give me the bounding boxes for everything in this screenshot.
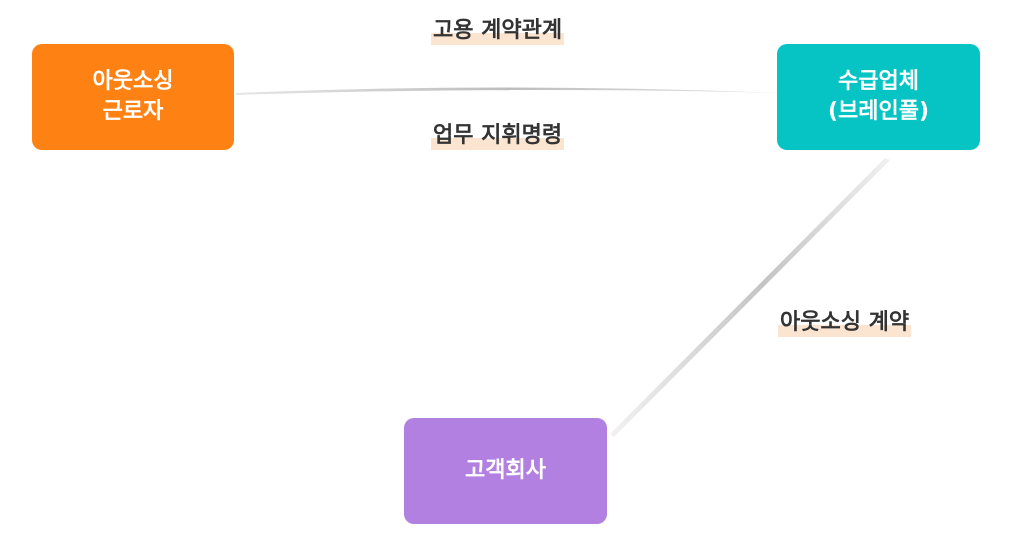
node-outsourcing-worker: 아웃소싱 근로자 [32,44,234,150]
node-outsourcing-worker-line2: 근로자 [102,99,164,124]
label-employment-contract: 고용 계약관계 [431,17,565,45]
connector-worker-contractor [236,87,778,95]
label-outsourcing-contract: 아웃소싱 계약 [778,309,912,337]
node-contractor-line2: (브레인풀) [827,99,930,124]
label-work-direction: 업무 지휘명령 [431,122,565,150]
node-outsourcing-worker-line1: 아웃소싱 [92,69,174,94]
node-contractor-line1: 수급업체 [838,69,919,94]
node-client-company-label: 고객회사 [465,458,546,483]
connector-contractor-client [610,158,890,437]
node-contractor: 수급업체 (브레인풀) [777,44,980,150]
node-client-company: 고객회사 [404,418,607,524]
